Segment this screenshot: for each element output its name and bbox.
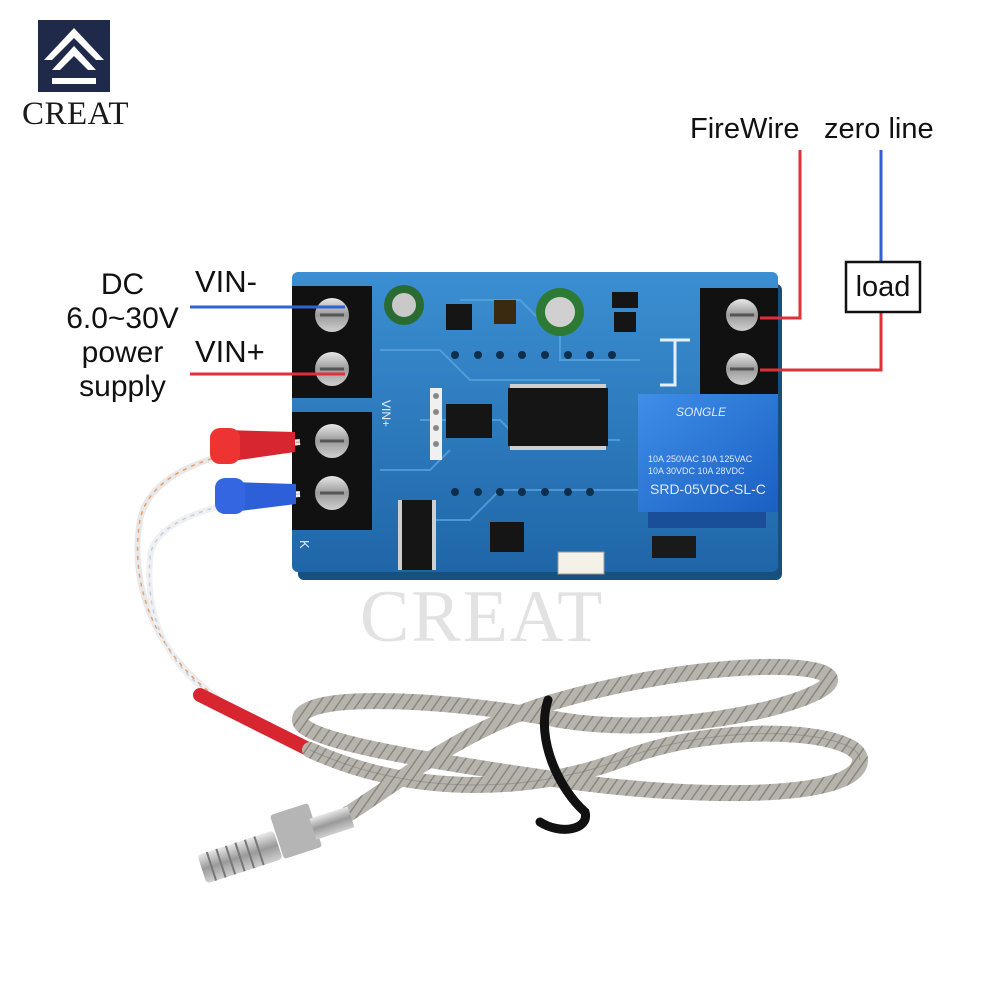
psu-line: power bbox=[81, 336, 164, 369]
ring-terminal-blue bbox=[215, 478, 296, 514]
psu-line: DC bbox=[100, 268, 145, 301]
zero-line-wire-bottom bbox=[760, 312, 883, 372]
pcb-vias bbox=[451, 351, 616, 496]
brand-logo-text: CREAT bbox=[22, 96, 130, 132]
heat-shrink bbox=[193, 688, 317, 757]
relay-model: SRD-05VDC-SL-C bbox=[650, 481, 766, 497]
thermocouple-probe bbox=[198, 803, 355, 883]
ring-terminal-red bbox=[210, 428, 295, 464]
relay-rating-1: 10A 250VAC 10A 125VAC bbox=[648, 454, 753, 464]
load-label: load bbox=[856, 271, 911, 303]
psu-line: 6.0~30V bbox=[66, 302, 179, 335]
cable-tie bbox=[535, 695, 590, 834]
load-box bbox=[844, 260, 922, 314]
ic-chips bbox=[402, 292, 638, 570]
relay-brand: SONGLE bbox=[676, 405, 727, 419]
relay-silkscreen bbox=[660, 338, 690, 387]
firewire-label: FireWire bbox=[690, 113, 800, 145]
capacitors bbox=[384, 285, 584, 336]
silk-vin-label: VIN+ bbox=[379, 400, 393, 427]
left-terminal-block bbox=[292, 286, 372, 530]
zero-line-label: zero line bbox=[824, 113, 934, 145]
power-supply-label: DC 6.0~30V power supply bbox=[55, 268, 190, 404]
jst-connector bbox=[557, 551, 605, 575]
right-terminal-block bbox=[700, 288, 778, 398]
header-pins bbox=[430, 388, 442, 460]
firewire-wire bbox=[760, 150, 802, 320]
vin-plus-label: VIN+ bbox=[195, 334, 265, 369]
brand-logo-icon bbox=[38, 20, 110, 92]
watermark: CREAT bbox=[360, 576, 605, 658]
ic-pins bbox=[398, 384, 606, 570]
psu-line: supply bbox=[79, 370, 166, 403]
relay-rating-2: 10A 30VDC 10A 28VDC bbox=[648, 466, 745, 476]
vin-minus-label: VIN- bbox=[195, 264, 257, 299]
silk-k-label: K bbox=[297, 540, 312, 549]
push-button bbox=[652, 536, 696, 558]
relay bbox=[638, 394, 778, 528]
